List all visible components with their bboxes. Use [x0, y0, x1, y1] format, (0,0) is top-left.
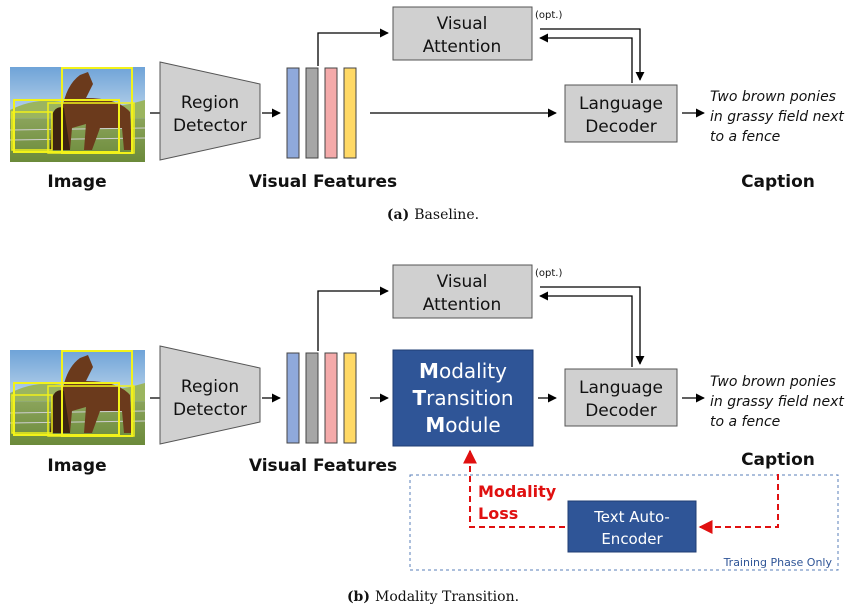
caption-line2: in grassy field next	[710, 109, 844, 125]
arrow-caption-to-autoencoder	[698, 474, 779, 534]
visual-features-stack	[286, 67, 357, 159]
image-label-b: Image	[47, 456, 106, 476]
text-autoencoder-line2: Encoder	[601, 530, 663, 548]
arrow-attention-to-decoder-b	[540, 286, 645, 365]
subcaption-b: (b)Modality Transition.	[347, 589, 519, 605]
language-decoder-b-line2: Decoder	[585, 401, 657, 421]
caption-line3: to a fence	[710, 129, 780, 145]
feature-vector-gray-b	[305, 352, 319, 444]
mtm-line3: Module	[425, 413, 500, 437]
feature-vector-yellow	[343, 67, 357, 159]
opt-label-b: (opt.)	[535, 268, 562, 279]
arrow-features-to-attention	[317, 28, 389, 66]
visual-attention-line1: Visual	[437, 14, 488, 34]
visual-features-stack-b	[286, 352, 357, 444]
horse-photo-b	[9, 350, 146, 445]
panel-b: Image Region Detector Visual Features Vi…	[9, 264, 844, 605]
arrow-decoder-to-attention-b	[539, 291, 633, 367]
mtm-line2: Transition	[412, 386, 513, 410]
language-decoder-line2: Decoder	[585, 117, 657, 137]
panel-a: Image Region Detector Visual Features Vi…	[9, 6, 844, 223]
feature-vector-pink	[324, 67, 338, 159]
horse-photo	[9, 67, 146, 162]
training-phase-label: Training Phase Only	[723, 556, 833, 569]
visual-attention-box	[392, 6, 533, 61]
feature-vector-blue	[286, 67, 300, 159]
language-decoder-line1: Language	[579, 94, 663, 114]
region-detector-b-line2: Detector	[173, 400, 247, 420]
opt-label: (opt.)	[535, 10, 562, 21]
caption-b-line2: in grassy field next	[710, 394, 844, 410]
caption-line1: Two brown ponies	[710, 89, 836, 105]
region-detector-line2: Detector	[173, 116, 247, 136]
arrow-attention-to-decoder	[540, 28, 645, 81]
visual-features-label: Visual Features	[249, 172, 397, 192]
visual-attention-b-line2: Attention	[423, 295, 501, 315]
visual-attention-line2: Attention	[423, 37, 501, 57]
region-detector	[159, 61, 261, 161]
language-decoder-b-line1: Language	[579, 378, 663, 398]
feature-vector-yellow-b	[343, 352, 357, 444]
mtm-line1: Modality	[419, 359, 507, 383]
visual-features-label-b: Visual Features	[249, 456, 397, 476]
caption-b-line3: to a fence	[710, 414, 780, 430]
region-detector-line1: Region	[181, 93, 239, 113]
region-detector-b-line1: Region	[181, 377, 239, 397]
arrow-decoder-to-attention	[539, 33, 633, 83]
caption-label: Caption	[741, 172, 815, 192]
region-detector-b	[159, 345, 261, 445]
modality-loss-line1: Modality	[478, 482, 557, 501]
modality-transition-module	[392, 349, 534, 447]
feature-vector-gray	[305, 67, 319, 159]
feature-vector-blue-b	[286, 352, 300, 444]
text-autoencoder-box	[567, 500, 697, 553]
modality-loss-line2: Loss	[478, 504, 518, 523]
feature-vector-pink-b	[324, 352, 338, 444]
caption-b-line1: Two brown ponies	[710, 374, 836, 390]
subcaption-a: (a)Baseline.	[387, 207, 479, 223]
visual-attention-box-b	[392, 264, 533, 319]
caption-label-b: Caption	[741, 450, 815, 470]
arrow-autoencoder-to-mtm	[463, 449, 565, 528]
training-phase-region	[409, 474, 839, 571]
image-label: Image	[47, 172, 106, 192]
text-autoencoder-line1: Text Auto-	[593, 508, 670, 526]
language-decoder-box	[564, 84, 678, 143]
language-decoder-box-b	[564, 368, 678, 427]
visual-attention-b-line1: Visual	[437, 272, 488, 292]
arrow-features-to-attention-b	[317, 286, 389, 351]
